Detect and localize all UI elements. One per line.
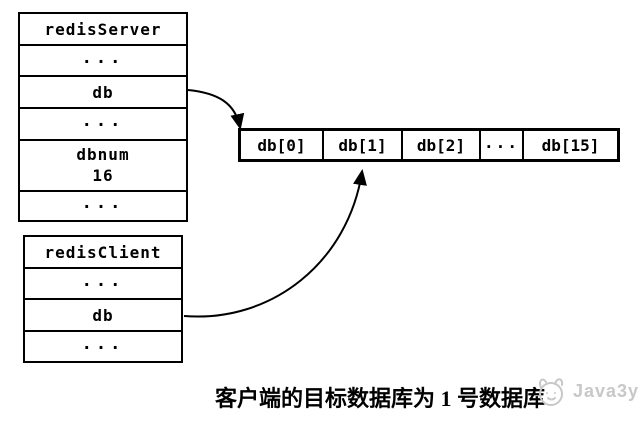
- db-array-cell-15: db[15]: [522, 131, 617, 159]
- ellipsis-text: ...: [81, 333, 125, 354]
- db-array-cell-1: db[1]: [322, 131, 401, 159]
- dbnum-value: 16: [92, 165, 114, 185]
- redis-server-title: redisServer: [44, 19, 162, 39]
- server-field-ellipsis-2: ...: [20, 107, 186, 139]
- server-field-db: db: [20, 75, 186, 107]
- diagram-caption: 客户端的目标数据库为 1 号数据库: [214, 386, 545, 411]
- ellipsis-text: ...: [81, 193, 125, 213]
- db-array-cell-2: db[2]: [401, 131, 479, 159]
- java3y-logo-icon: [539, 378, 564, 406]
- server-field-dbnum: dbnum 16: [20, 139, 186, 190]
- dbnum-label: dbnum: [76, 144, 130, 164]
- client-field-db: db: [25, 298, 181, 330]
- client-field-ellipsis-1: ...: [25, 267, 181, 298]
- server-field-ellipsis-1: ...: [20, 44, 186, 75]
- db-array-cell-ellipsis: ...: [479, 131, 522, 159]
- client-db-pointer-arrow: [183, 169, 367, 318]
- server-db-pointer-arrow: [187, 89, 245, 130]
- client-field-ellipsis-2: ...: [25, 330, 181, 361]
- db-array-cell-0: db[0]: [257, 135, 306, 155]
- watermark: Java3y: [531, 372, 639, 410]
- server-field-ellipsis-3: ...: [20, 190, 186, 220]
- redis-client-title: redisClient: [44, 242, 162, 262]
- ellipsis-text: ...: [81, 47, 125, 68]
- ellipsis-text: ...: [81, 270, 125, 291]
- watermark-text: Java3y: [573, 380, 640, 401]
- ellipsis-text: ...: [484, 132, 519, 152]
- db-array: db[0] db[1] db[2] ... db[15]: [238, 128, 620, 162]
- redis-server-struct: redisServer ... db ... dbnum 16 ...: [18, 12, 188, 222]
- ellipsis-text: ...: [81, 111, 125, 131]
- redis-client-struct: redisClient ... db ...: [23, 235, 183, 363]
